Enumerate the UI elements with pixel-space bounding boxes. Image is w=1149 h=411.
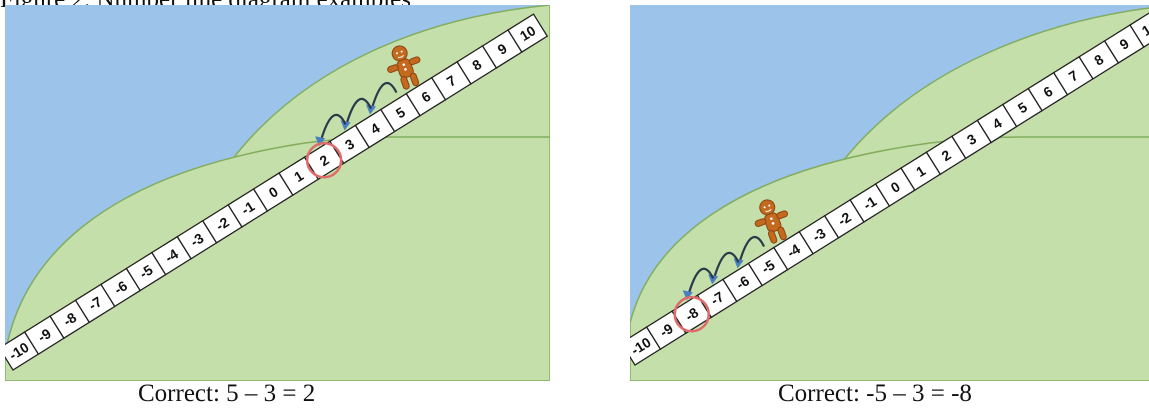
jump-arrow-icon — [708, 251, 740, 285]
jump-arrow-icon — [733, 235, 766, 269]
number-line-cell: -4 — [150, 235, 192, 276]
number-line-cell: -9 — [23, 315, 65, 355]
number-line-cell: -5 — [747, 246, 789, 287]
jump-arrow-icon — [340, 97, 372, 131]
jump-arrow-icon — [682, 267, 715, 301]
number-line-cell: -4 — [772, 230, 814, 271]
number-line-cell: 6 — [1027, 71, 1069, 112]
number-line-cell: -5 — [125, 251, 167, 292]
answer-circle-icon — [673, 295, 710, 333]
number-line-cell: 0 — [252, 172, 294, 212]
number-line-cell: -1 — [227, 188, 269, 228]
gingerbread-man-icon — [754, 199, 789, 244]
number-line-cell: -6 — [722, 262, 764, 303]
number-line-cell: -10 — [630, 326, 662, 366]
number-line-cell: -8 — [671, 294, 713, 335]
number-line-cell: 5 — [379, 92, 421, 133]
number-line-label: 10 — [517, 22, 539, 44]
caption-left: Correct: 5 – 3 = 2 — [138, 380, 316, 407]
gingerbread-man-icon — [387, 45, 421, 90]
number-line-label: 10 — [1139, 17, 1149, 39]
number-line-cell: -8 — [49, 299, 91, 340]
jump-arrow-icon — [315, 113, 347, 147]
jump-arrow-icon — [366, 81, 398, 115]
number-line-cell: 10 — [507, 13, 549, 53]
caption-right: Correct: -5 – 3 = -8 — [778, 380, 972, 407]
answer-circle-icon — [305, 142, 343, 179]
number-line-cell: 5 — [1001, 87, 1043, 128]
jump-arrows — [315, 81, 398, 147]
answer-marker — [305, 142, 343, 179]
number-line-cell: 10 — [1129, 8, 1149, 48]
front-hill — [630, 136, 1149, 381]
number-line-cell: 7 — [1052, 55, 1094, 96]
jump-arrows — [682, 235, 766, 301]
number-line-cell: -3 — [798, 214, 840, 255]
number-line-cell: 7 — [430, 60, 472, 101]
number-line-cell: -10 — [5, 331, 40, 371]
number-line-cell: -1 — [849, 183, 891, 223]
answer-marker — [673, 295, 710, 333]
